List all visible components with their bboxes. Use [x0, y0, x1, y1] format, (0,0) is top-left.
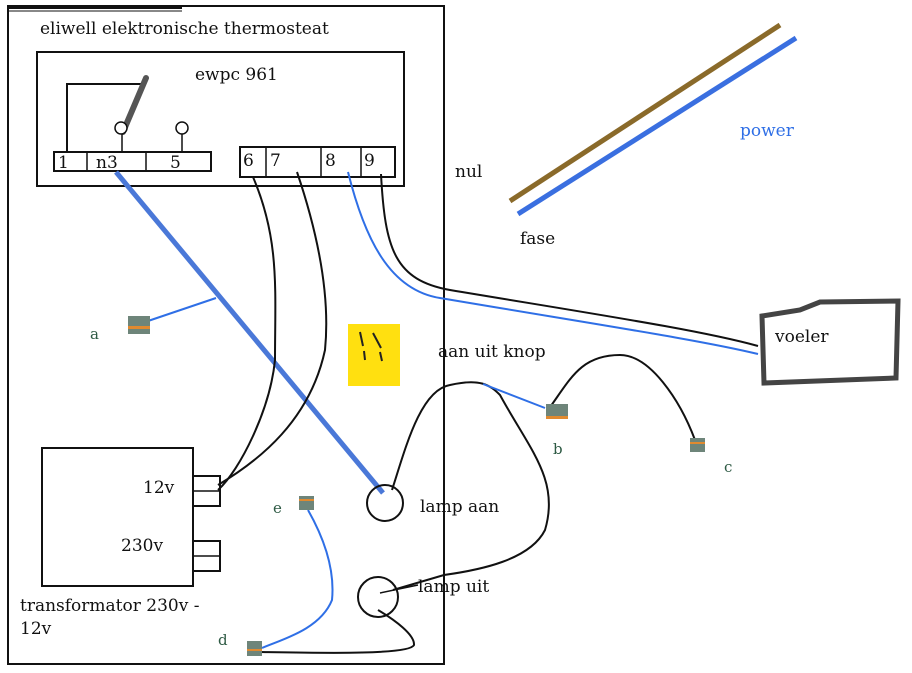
wire-b-c [547, 353, 696, 441]
sensor-box [759, 298, 901, 386]
terminal-3: n3 [96, 153, 118, 173]
wire-e-d [261, 509, 334, 649]
enclosure-box [7, 5, 445, 665]
label-lamp-uit: lamp uit [418, 577, 489, 597]
label-nul: nul [455, 162, 482, 182]
label-lamp-aan: lamp aan [420, 497, 499, 517]
wire-connector-a [147, 297, 217, 322]
terminal-strip-left-box [53, 151, 212, 172]
label-aan-uit-knop: aan uit knop [438, 342, 546, 362]
wire-terminal7-transformer [217, 171, 328, 486]
wire-lamp-uit-d [259, 609, 415, 654]
wire-switch-b [482, 383, 546, 409]
terminal-6: 6 [243, 151, 254, 171]
wire-switch-loop [391, 381, 550, 591]
connector-e [299, 496, 314, 510]
label-power: power [740, 121, 795, 141]
controller-model: ewpc 961 [195, 65, 278, 85]
transformer-box [41, 447, 194, 587]
relay-contact-icon [175, 121, 189, 135]
label-connector-c: c [724, 458, 732, 476]
terminal-strip-right: 6 7 8 9 [239, 146, 396, 178]
label-transformer-line2: 12v [20, 619, 52, 639]
lamp-uit-icon [357, 576, 399, 618]
label-connector-b: b [553, 440, 563, 458]
connector-b [546, 404, 568, 418]
label-connector-e: e [273, 499, 282, 517]
connector-c [690, 438, 705, 452]
label-voeler: voeler [774, 327, 829, 347]
label-12v: 12v [143, 478, 175, 498]
power-wire-nul [508, 22, 782, 204]
terminal-8: 8 [325, 151, 336, 171]
label-connector-a: a [90, 325, 99, 343]
relay-wire [66, 83, 145, 152]
power-wire-fase [516, 35, 798, 217]
terminal-9: 9 [364, 151, 375, 171]
label-fase: fase [520, 229, 555, 249]
terminal-5: 5 [170, 153, 181, 173]
terminal-1: 1 [58, 153, 69, 173]
wire-terminal8-sensor [347, 171, 759, 355]
relay-lever [120, 75, 149, 135]
connector-d [247, 641, 262, 656]
wire-terminal9-sensor [380, 173, 759, 347]
enclosure-title: eliwell elektronische thermosteat [40, 19, 329, 39]
lamp-aan-icon [366, 484, 404, 522]
terminal-7: 7 [270, 151, 281, 171]
wire-terminal3-lamp-aan [114, 170, 385, 495]
label-connector-d: d [218, 631, 228, 649]
connector-a [128, 316, 150, 334]
label-230v: 230v [121, 536, 163, 556]
terminal-strip-left: 1 n3 5 [53, 151, 212, 173]
label-transformer-line1: transformator 230v - [20, 596, 199, 616]
controller-box [36, 51, 405, 187]
terminal-strip-right-box [239, 146, 396, 178]
wire-terminal6-transformer [217, 176, 277, 491]
relay-pivot-icon [114, 121, 128, 135]
